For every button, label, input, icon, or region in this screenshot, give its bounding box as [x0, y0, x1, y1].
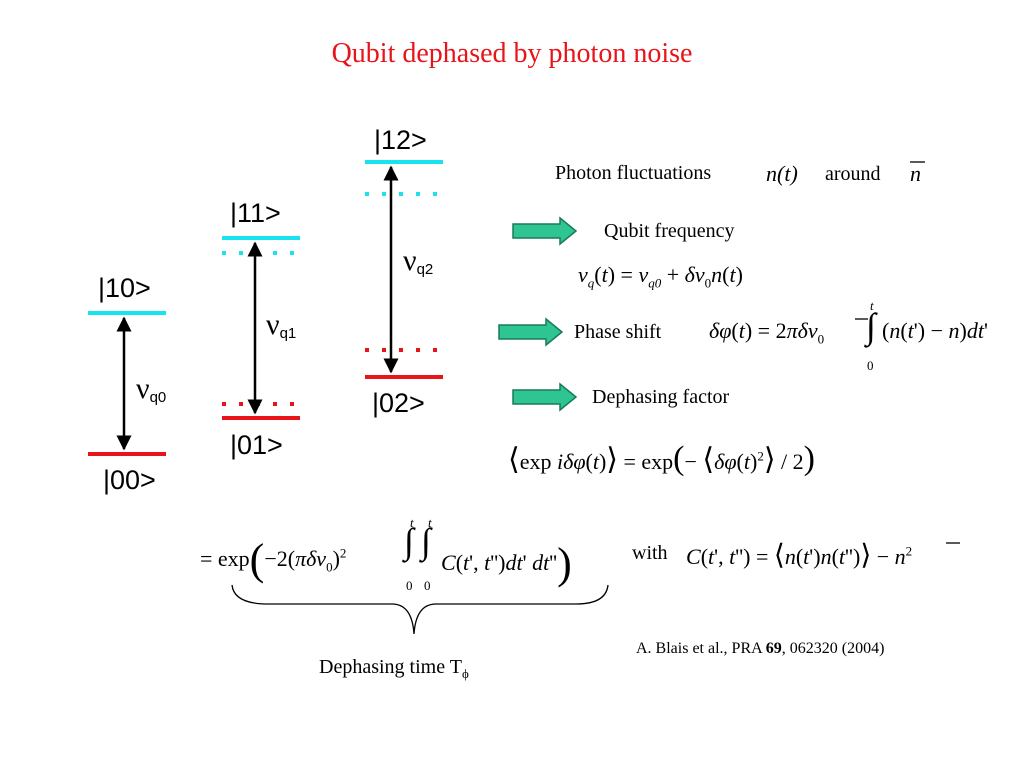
- block-arrow-2: [498, 317, 564, 347]
- photon-fluctuations-label: Photon fluctuations: [555, 162, 712, 184]
- transition-label-q1: νq1: [266, 308, 297, 342]
- double-integral-upper-1: t: [410, 515, 414, 530]
- dephasing-integral-equation: = exp(−2(πδν0)2: [200, 535, 347, 584]
- double-integral-upper-2: t: [428, 515, 432, 530]
- block-arrow-1: [512, 216, 578, 246]
- curly-brace: [231, 584, 609, 635]
- integral-sign: ∫: [866, 306, 876, 346]
- around-label: around: [825, 163, 881, 185]
- n-of-t: n(t): [766, 161, 798, 186]
- double-integral-1: ∫: [404, 521, 414, 561]
- double-integral-lower-2: 0: [424, 578, 431, 593]
- correlation-integrand: C(t', t'')dt' dt''): [441, 539, 572, 588]
- level-label-01: |01>: [230, 430, 283, 460]
- transition-label-q0: νq0: [136, 372, 167, 406]
- n-bar: n: [910, 161, 921, 186]
- dephasing-factor-label: Dephasing factor: [592, 386, 730, 408]
- level-label-12: |12>: [374, 125, 427, 155]
- level-label-02: |02>: [372, 388, 425, 418]
- phase-shift-equation: δφ(t) = 2πδν0: [709, 318, 825, 347]
- phase-shift-label: Phase shift: [574, 321, 662, 343]
- with-label: with: [632, 542, 668, 564]
- block-arrow-3: [512, 382, 578, 412]
- double-integral-2: ∫: [421, 521, 431, 561]
- correlation-equation: C(t', t'') = ⟨n(t')n(t'')⟩ − n2: [686, 540, 913, 571]
- level-label-00: |00>: [103, 465, 156, 495]
- citation: A. Blais et al., PRA 69, 062320 (2004): [636, 640, 885, 657]
- level-label-10: |10>: [98, 273, 151, 303]
- integral-lower: 0: [867, 358, 874, 373]
- dephasing-factor-equation: ⟨exp iδφ(t)⟩ = exp(− ⟨δφ(t)2⟩ / 2): [508, 440, 815, 477]
- level-label-11: |11>: [230, 198, 281, 228]
- phase-shift-integrand: (n(t') − n)dt': [882, 318, 988, 343]
- dephasing-time-label: Dephasing time Tϕ: [319, 656, 469, 681]
- qubit-frequency-label: Qubit frequency: [604, 220, 735, 242]
- integral-upper: t: [870, 298, 874, 313]
- double-integral-lower-1: 0: [406, 578, 413, 593]
- page-title: Qubit dephased by photon noise: [331, 38, 693, 69]
- transition-label-q2: νq2: [403, 244, 434, 278]
- qubit-frequency-equation: νq(t) = νq0 + δν0n(t): [578, 262, 743, 291]
